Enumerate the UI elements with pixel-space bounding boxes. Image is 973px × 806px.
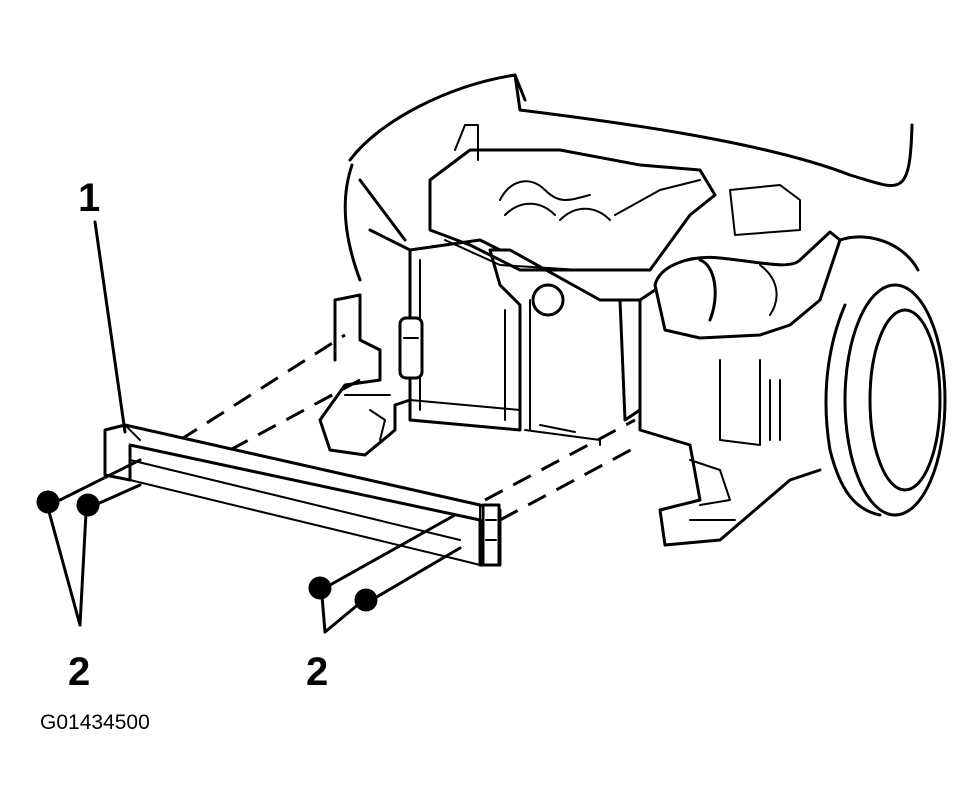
callout-impact-bar: 1 [78, 176, 101, 220]
alignment-dashes [179, 333, 641, 522]
mounting-studs [58, 458, 462, 600]
leader-lines [46, 220, 362, 634]
hood-outline [343, 73, 914, 282]
callout-nuts-right: 2 [306, 650, 329, 694]
left-side-bracket [318, 293, 424, 457]
mounting-nuts [36, 490, 378, 612]
impact-bar [103, 423, 502, 567]
right-headlamp-fender [638, 230, 947, 547]
figure-id-label: G01434500 [40, 711, 150, 734]
engine-assembly [428, 124, 801, 317]
callout-nuts-left: 2 [68, 650, 91, 694]
